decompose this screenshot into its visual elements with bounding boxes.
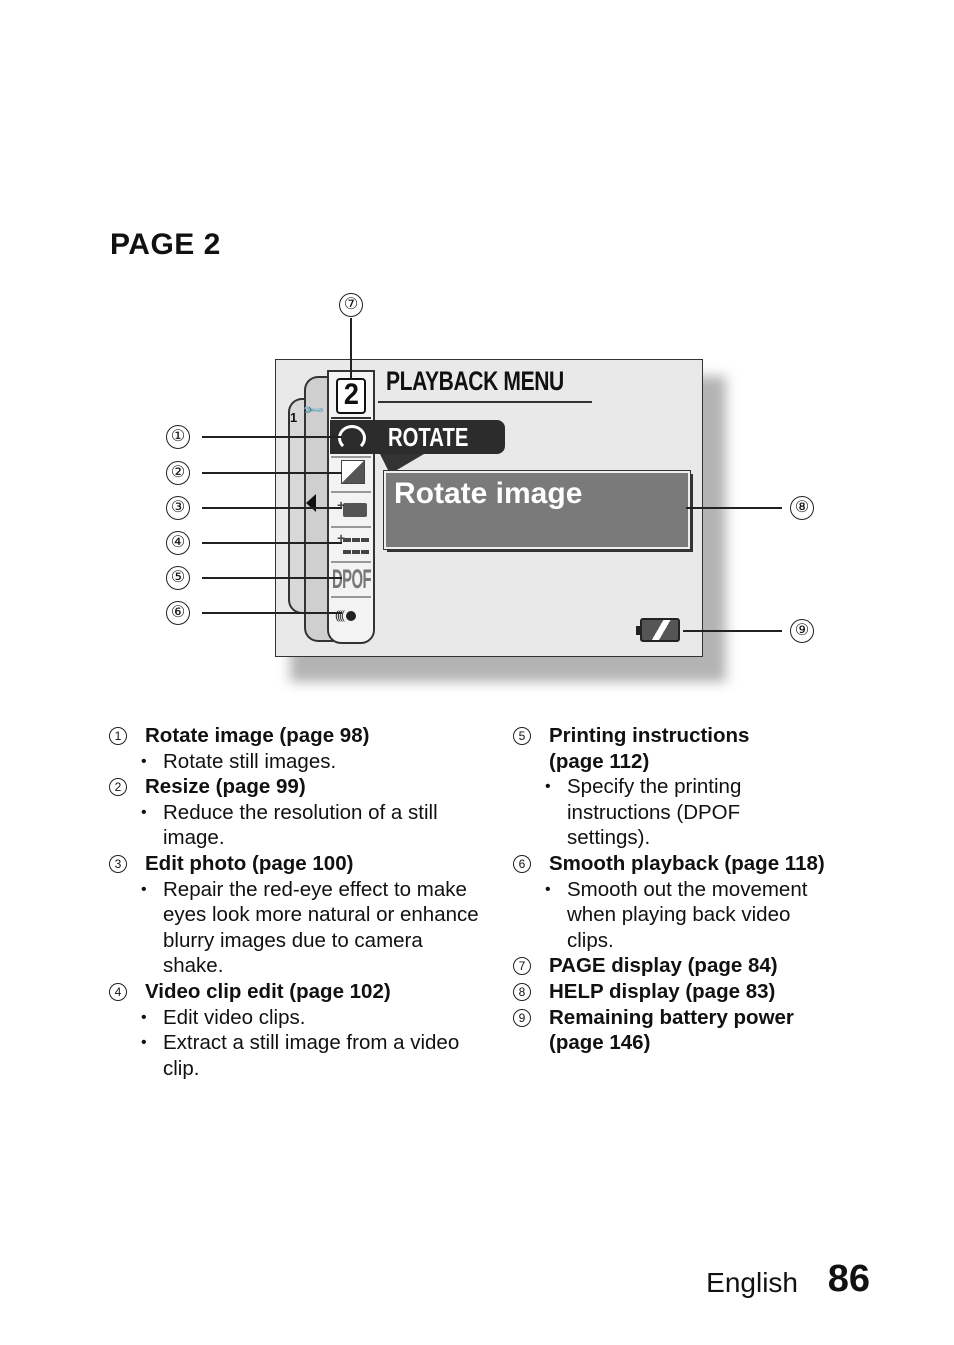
legend-number: 1 [109,727,127,745]
legend-heading: Remaining battery power (page 146) [549,1005,794,1055]
legend-number: 2 [109,778,127,797]
page-left-arrow-icon[interactable] [306,494,316,512]
callout-3-leader [202,507,342,509]
callout-9-leader [683,630,782,632]
dpof-icon[interactable]: DPOF [332,564,372,594]
legend-bullet: Repair the red-eye effect to make eyes l… [109,877,479,979]
callout-2-leader [202,472,342,474]
legend-number: 4 [109,982,127,1001]
page-indicator: 2 [336,378,366,414]
legend-left-column: 1 Rotate image (page 98) Rotate still ima… [109,723,479,1081]
help-text: Rotate image [394,477,583,510]
legend-number: 8 [513,982,531,1001]
legend-item: 4 Video clip edit (page 102) [109,979,479,1005]
help-pointer [380,454,424,474]
callout-3: ③ [166,496,190,520]
legend-heading: HELP display (page 83) [549,979,776,1003]
legend-heading: Resize (page 99) [145,775,306,799]
page-indicator-number: 2 [343,378,359,411]
callout-1: ① [166,425,190,449]
rotate-icon [338,425,366,451]
battery-icon [636,618,680,642]
callout-6-leader [202,612,342,614]
legend-item: 5 Printing instructions (page 112) [513,723,883,774]
video-clip-edit-icon[interactable]: + [337,530,369,556]
legend-number: 6 [513,854,531,873]
footer-language: English [706,1267,798,1298]
legend-right-column: 5 Printing instructions (page 112) Specif… [513,723,883,1056]
callout-7-leader [350,318,352,380]
legend-item: 7 PAGE display (page 84) [513,953,883,979]
edit-photo-icon[interactable]: + [337,497,367,517]
legend-item: 6 Smooth playback (page 118) [513,851,883,877]
selected-menu-item-label: ROTATE [388,422,469,452]
callout-4-leader [202,542,342,544]
legend-number: 5 [513,727,531,745]
legend-heading: PAGE display (page 84) [549,954,778,978]
legend-bullet: Rotate still images. [109,749,479,775]
camera-screen: 🔧 1 2 + + DPOF (((( ROTATE PLAYBACK MENU… [275,359,703,657]
legend-heading: Rotate image (page 98) [145,724,370,747]
menu-title-rule [378,401,592,403]
callout-6: ⑥ [166,601,190,625]
legend-number: 7 [513,957,531,976]
callout-8-leader [686,507,782,509]
help-box: Rotate image [383,470,691,550]
selected-menu-item[interactable]: ROTATE [330,420,505,454]
legend-item: 2 Resize (page 99) [109,774,479,800]
legend-heading: Printing instructions (page 112) [549,724,750,773]
callout-5: ⑤ [166,566,190,590]
legend-item: 9 Remaining battery power (page 146) [513,1005,883,1056]
legend-heading: Smooth playback (page 118) [549,851,825,875]
legend-bullet: Reduce the resolution of a still image. [109,800,479,851]
legend-item: 3 Edit photo (page 100) [109,851,479,877]
icon-row-dividers [331,456,371,458]
legend-heading: Video clip edit (page 102) [145,979,391,1003]
callout-4: ④ [166,531,190,555]
callout-2: ② [166,461,190,485]
legend-bullet: Smooth out the movement when playing bac… [513,877,837,954]
callout-9: ⑨ [790,619,814,643]
legend-number: 3 [109,854,127,873]
smooth-playback-icon[interactable]: (((( [335,608,356,622]
icon-divider [331,417,371,419]
callout-1-leader [202,436,342,438]
callout-5-leader [202,577,342,579]
callout-8: ⑧ [790,496,814,520]
callout-7: ⑦ [339,293,363,317]
legend-item: 1 Rotate image (page 98) [109,723,479,749]
legend-bullet: Edit video clips. [109,1005,479,1031]
legend-heading: Edit photo (page 100) [145,851,354,875]
legend-bullet: Extract a still image from a video clip. [109,1030,479,1081]
page-1-tab-marker: 1 [290,410,298,425]
legend-item: 8 HELP display (page 83) [513,979,883,1005]
menu-title: PLAYBACK MENU [386,366,564,396]
legend-number: 9 [513,1008,531,1027]
page-heading: PAGE 2 [110,228,221,261]
footer-page-number: 86 [827,1258,870,1300]
resize-icon[interactable] [341,460,365,484]
legend-bullet: Specify the printing instructions (DPOF … [513,774,817,851]
